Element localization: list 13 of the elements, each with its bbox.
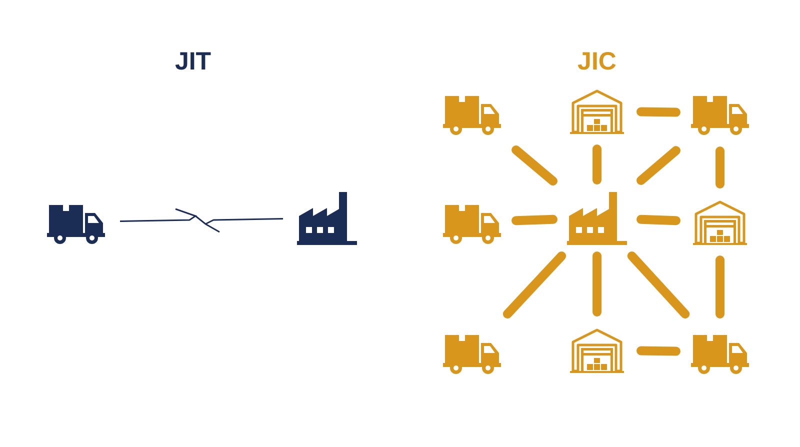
connector-line [512,214,558,226]
connector-line [627,252,690,318]
section-heading: JIT [174,50,212,74]
connector-line [502,252,566,318]
connector-line [636,146,680,185]
connector-line [592,252,602,316]
section-heading: JIC [578,50,616,74]
broken-line [119,208,284,233]
connector-line [636,346,680,356]
connector-line [512,145,558,186]
connector-line [636,214,680,226]
connector-line [716,146,724,188]
connector-line [636,107,680,117]
